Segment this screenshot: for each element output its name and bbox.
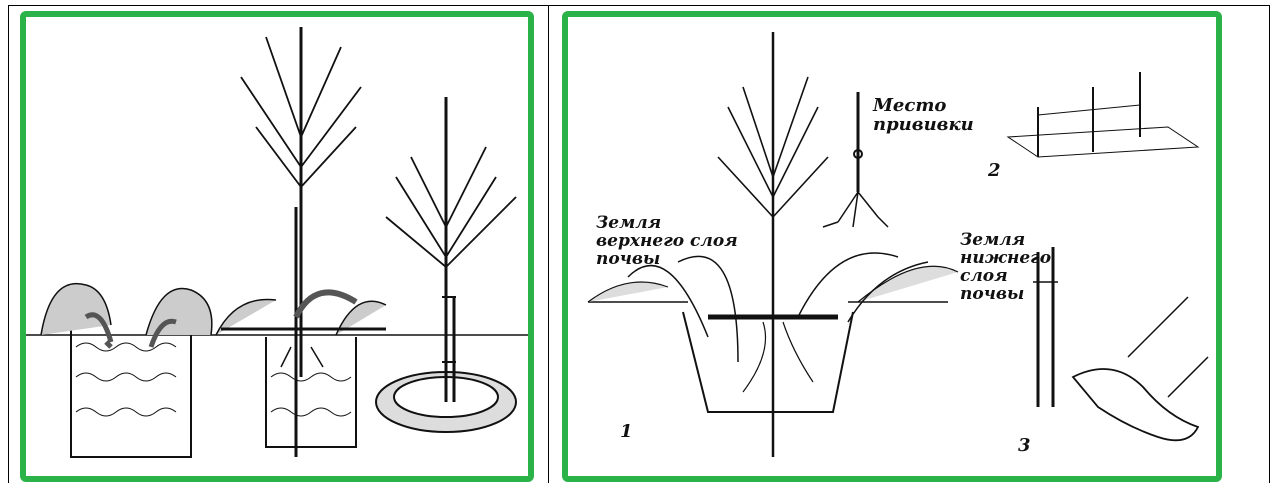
label-graft-site: Место прививки — [873, 97, 974, 135]
label-subsoil: Земля нижнего слоя почвы — [960, 232, 1051, 303]
label-topsoil: Земля верхнего слоя почвы — [596, 215, 738, 269]
figure-number-3: 3 — [1018, 437, 1031, 456]
figure-number-2: 2 — [988, 162, 1001, 181]
left-illustration-panel — [20, 11, 534, 482]
table-border-left — [8, 5, 9, 483]
table-border-top — [8, 5, 1270, 6]
right-illustration-panel: Место прививки Земля верхнего слоя почвы… — [562, 11, 1222, 482]
table-cell-divider — [548, 5, 549, 483]
planting-steps-illustration — [26, 17, 528, 476]
figure-number-1: 1 — [620, 423, 633, 442]
table-border-right — [1269, 5, 1270, 483]
